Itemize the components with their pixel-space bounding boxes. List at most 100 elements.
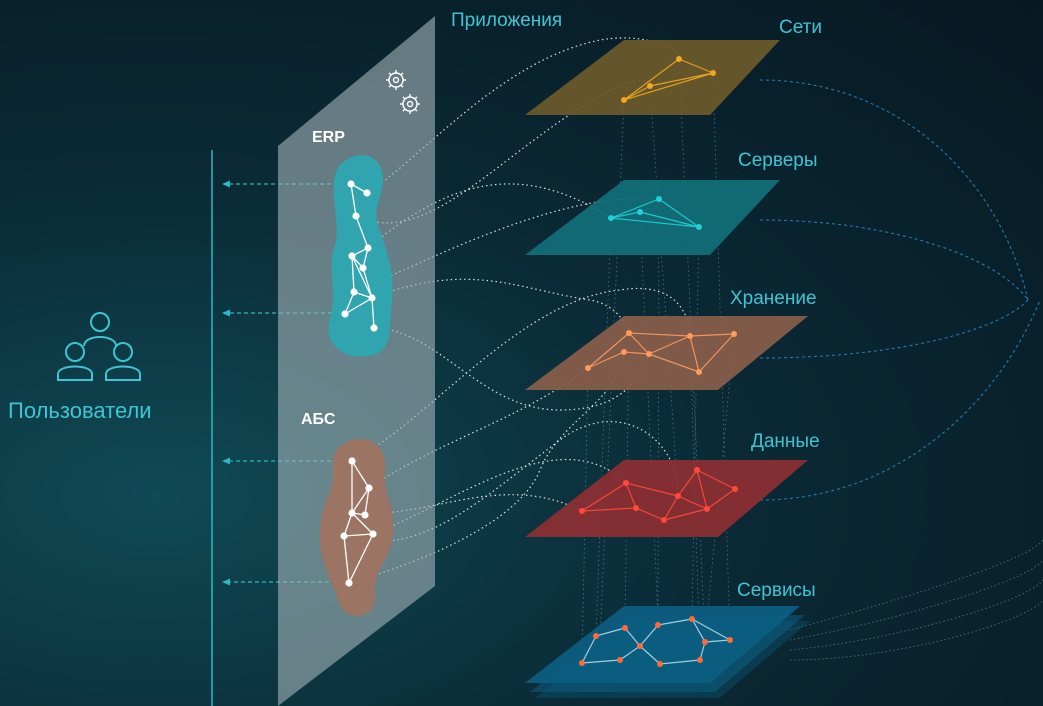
gears-icon (386, 70, 420, 114)
feedback-arc (759, 79, 1029, 301)
erp-graph-edge (355, 215, 369, 249)
layer-edge (624, 627, 641, 647)
layer-node (608, 215, 614, 221)
erp-graph-node (370, 324, 378, 332)
erp-graph-edge (351, 255, 373, 299)
erp-graph-edge (362, 267, 373, 299)
abs-label[interactable]: АБС (301, 411, 336, 428)
layer-node (646, 351, 652, 357)
layer-edge (625, 482, 637, 509)
layer-node (676, 56, 682, 62)
layer-plane-storage (525, 316, 808, 390)
applications-panel (278, 16, 435, 706)
layer-link (657, 198, 660, 626)
abs-graph-node (348, 457, 356, 465)
layer-edge (706, 488, 736, 510)
layer-node (661, 517, 667, 523)
layer-edge (628, 332, 650, 355)
layer-node (710, 70, 716, 76)
layer-edge (678, 58, 714, 74)
layer-node (579, 508, 585, 514)
layer-node (617, 657, 623, 663)
layer-node (633, 505, 639, 511)
abs-graph-edge (351, 460, 370, 489)
layer-node (593, 633, 599, 639)
gear-tooth (388, 72, 392, 76)
layer-edge (677, 495, 708, 510)
layer-edge (610, 211, 641, 219)
layer-node (647, 83, 653, 89)
layer-node (626, 330, 632, 336)
user-flow-arrowhead (222, 457, 230, 465)
erp-graph-node (341, 310, 349, 318)
layer-node (621, 349, 627, 355)
gear-tooth (414, 108, 418, 112)
feedback-arc (789, 599, 1043, 661)
layer-edge (657, 618, 693, 626)
feedback-arc (759, 299, 1041, 501)
layer-node (727, 637, 733, 643)
layer-edge (623, 85, 651, 101)
application-graphs (340, 180, 378, 587)
layer-edge (581, 635, 597, 664)
layer-edge (689, 335, 700, 373)
layer-node (696, 224, 702, 230)
infrastructure-layers (525, 40, 810, 698)
feedback-arc (759, 299, 1029, 359)
erp-graph-node (352, 212, 360, 220)
erp-graph-node (350, 288, 358, 296)
abs-graph-node (369, 530, 377, 538)
erp-graph-node (363, 189, 371, 197)
erp-label[interactable]: ERP (312, 129, 345, 146)
layer-storage (525, 316, 808, 390)
layer-edge (639, 645, 661, 665)
users-group-icon (57, 312, 141, 381)
erp-graph-edge (344, 297, 373, 315)
layer-edge (610, 217, 700, 228)
erp-graph-edge (350, 183, 357, 217)
applications-title: Приложения (451, 10, 563, 31)
abs-graph-node (345, 579, 353, 587)
layer-node (622, 625, 628, 631)
layer-node (675, 493, 681, 499)
layer-node (655, 622, 661, 628)
layer-edge (623, 351, 650, 355)
layer-edge (610, 198, 660, 219)
layer-edge (587, 351, 625, 369)
erp-graph-node (364, 244, 372, 252)
user-flow-arrowhead (222, 180, 230, 188)
layer-edge (581, 482, 627, 512)
layer-edge (595, 627, 626, 637)
layer-edge (649, 72, 714, 87)
layer-edge (625, 482, 679, 497)
layer-node (623, 480, 629, 486)
layer-edge (623, 72, 714, 101)
layer-label-storage: Хранение (730, 288, 817, 309)
layer-link (595, 217, 612, 637)
layer-node (637, 209, 643, 215)
layer-plane-servers (525, 180, 780, 255)
layer-edge (635, 507, 665, 521)
gear-tooth (388, 84, 392, 88)
layer-edge (677, 469, 698, 497)
layer-edge (628, 332, 691, 337)
abs-graph-edge (343, 512, 353, 537)
abs-graph-node (340, 532, 348, 540)
layer-node (697, 657, 703, 663)
layer-label-services: Сервисы (737, 580, 816, 601)
layer-edge (663, 508, 708, 521)
erp-graph-node (359, 264, 367, 272)
erp-application-shape[interactable] (328, 155, 393, 357)
layer-node (621, 97, 627, 103)
abs-application-shape[interactable] (319, 438, 394, 616)
users-label: Пользователи (8, 398, 152, 423)
feedback-arc (789, 579, 1043, 651)
gear-tooth (414, 96, 418, 100)
abs-graph-edge (351, 487, 370, 514)
feedback-arc (759, 219, 1029, 301)
layer-edge (659, 659, 701, 665)
layer-edge (696, 469, 708, 510)
layer-edge (658, 198, 700, 228)
layer-node (732, 486, 738, 492)
layer-edge (691, 618, 731, 641)
